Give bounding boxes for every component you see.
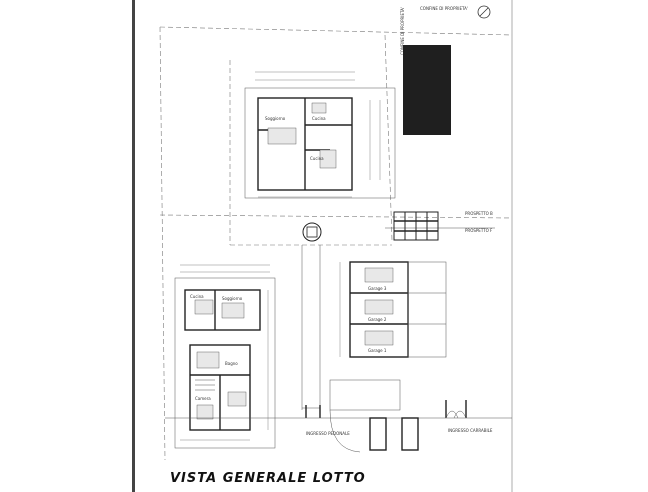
prospetto-f-label: PROSPETTO F	[465, 228, 493, 233]
driveway	[301, 245, 321, 410]
upper-room-left-label: Soggiorno	[265, 116, 286, 121]
garage-3-label: Garage 3	[368, 286, 387, 291]
garage-block: Garage 3 Garage 2 Garage 1	[339, 261, 447, 358]
upper-kitchen-label: Cucina	[310, 156, 324, 161]
boundary-vertical-label: CONFINE DI PROPRIETA'	[400, 7, 405, 55]
upper-room-right-label: Cucina	[312, 116, 326, 121]
prospetto-b-label: PROSPETTO B	[465, 211, 493, 216]
garage-2-label: Garage 2	[368, 317, 387, 322]
garage-1-label: Garage 1	[368, 348, 387, 353]
north-arrow-icon	[477, 5, 491, 19]
solar-panel-block	[403, 45, 451, 135]
boundary-top-label: CONFINE DI PROPRIETA'	[420, 6, 468, 11]
lower-bath-label: Bagno	[225, 361, 238, 366]
entrance-area: INGRESSO PEDONALE INGRESSO CARRABILE	[165, 379, 512, 453]
lower-house-plan: Soggiorno Cucina Bagno Camera	[174, 264, 276, 449]
well-icon	[302, 222, 322, 242]
plan-title: VISTA GENERALE LOTTO	[170, 471, 366, 486]
scan-edge-shadow	[132, 0, 135, 492]
lower-bed-label: Camera	[195, 396, 211, 401]
vehicle-gate-label: INGRESSO CARRABILE	[448, 428, 493, 433]
property-boundary	[159, 26, 513, 461]
pedestrian-gate-label: INGRESSO PEDONALE	[306, 431, 350, 436]
lower-kitchen-label: Cucina	[190, 294, 204, 299]
pergola-grid	[393, 211, 439, 241]
upper-house-plan: Soggiorno Cucina Cucina	[244, 71, 396, 199]
lower-room-main-label: Soggiorno	[222, 296, 243, 301]
